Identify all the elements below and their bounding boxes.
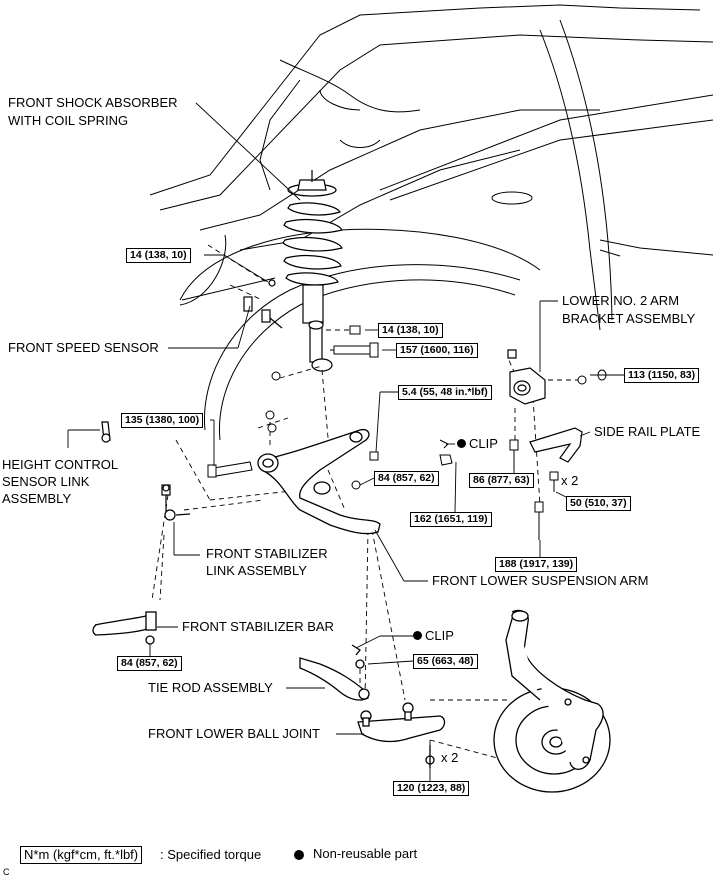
label-lower-no2-bracket-1: LOWER NO. 2 ARM [562,293,680,308]
label-front-shock-1: FRONT SHOCK ABSORBER [8,95,178,110]
torque-157: 157 (1600, 116) [396,343,478,358]
legend-torque-text: : Specified torque [160,847,262,862]
label-height-control-3: ASSEMBLY [2,491,72,506]
label-front-lower-suspension-arm: FRONT LOWER SUSPENSION ARM [432,573,649,588]
label-front-speed-sensor: FRONT SPEED SENSOR [8,340,159,355]
torque-135: 135 (1380, 100) [121,413,204,428]
torque-14-lower: 14 (138, 10) [378,323,443,338]
torque-50: 50 (510, 37) [566,496,631,511]
torque-84-stabilizer: 84 (857, 62) [117,656,182,671]
knuckle-rotor [493,609,611,793]
torque-120: 120 (1223, 88) [393,781,470,796]
stabilizer-bar [92,611,157,645]
label-front-stabilizer-bar: FRONT STABILIZER BAR [182,619,334,634]
torque-84-arm: 84 (857, 62) [374,471,439,486]
lower-suspension-arm [257,428,381,535]
legend-nonreusable-dot-icon [294,850,304,860]
legend-nonreusable-text: Non-reusable part [313,846,418,861]
torque-188: 188 (1917, 139) [495,557,578,572]
torque-86: 86 (877, 63) [469,473,534,488]
multiplier-side-rail-bolts: x 2 [561,473,579,488]
tie-rod [299,644,370,701]
label-height-control-2: SENSOR LINK [2,474,90,489]
legend-torque-box: N*m (kgf*cm, ft.*lbf) [20,846,143,864]
label-lower-no2-bracket-2: BRACKET ASSEMBLY [562,311,696,326]
shock-absorber-assembly [282,170,343,372]
multiplier-ball-joint-bolts: x 2 [441,750,459,765]
label-front-stabilizer-link-1: FRONT STABILIZER [206,546,328,561]
lower-ball-joint [357,702,446,768]
lower-no2-bracket [507,349,546,405]
corner-mark: C [3,867,10,877]
label-tie-rod-assembly: TIE ROD ASSEMBLY [148,680,273,695]
nonreusable-dot-icon [457,439,466,448]
side-rail-plate [529,427,583,463]
bolts [207,325,607,540]
label-front-shock-2: WITH COIL SPRING [8,113,129,128]
torque-5-4: 5.4 (55, 48 in.*lbf) [398,385,492,400]
label-side-rail-plate: SIDE RAIL PLATE [594,424,701,439]
torque-113: 113 (1150, 83) [624,368,700,383]
torque-162: 162 (1651, 119) [410,512,492,527]
torque-65: 65 (663, 48) [413,654,478,669]
height-control-link [101,421,111,443]
label-front-lower-ball-joint: FRONT LOWER BALL JOINT [148,726,320,741]
clip-label-lower: CLIP [413,628,454,644]
label-height-control-1: HEIGHT CONTROL [2,457,119,472]
clip-label-upper: CLIP [457,436,498,452]
nonreusable-dot-icon [413,631,422,640]
label-front-stabilizer-link-2: LINK ASSEMBLY [206,563,307,578]
speed-sensor-bracket [243,279,283,329]
stabilizer-link [161,484,191,521]
leader-lines [67,102,624,781]
torque-14-upper: 14 (138, 10) [126,248,191,263]
